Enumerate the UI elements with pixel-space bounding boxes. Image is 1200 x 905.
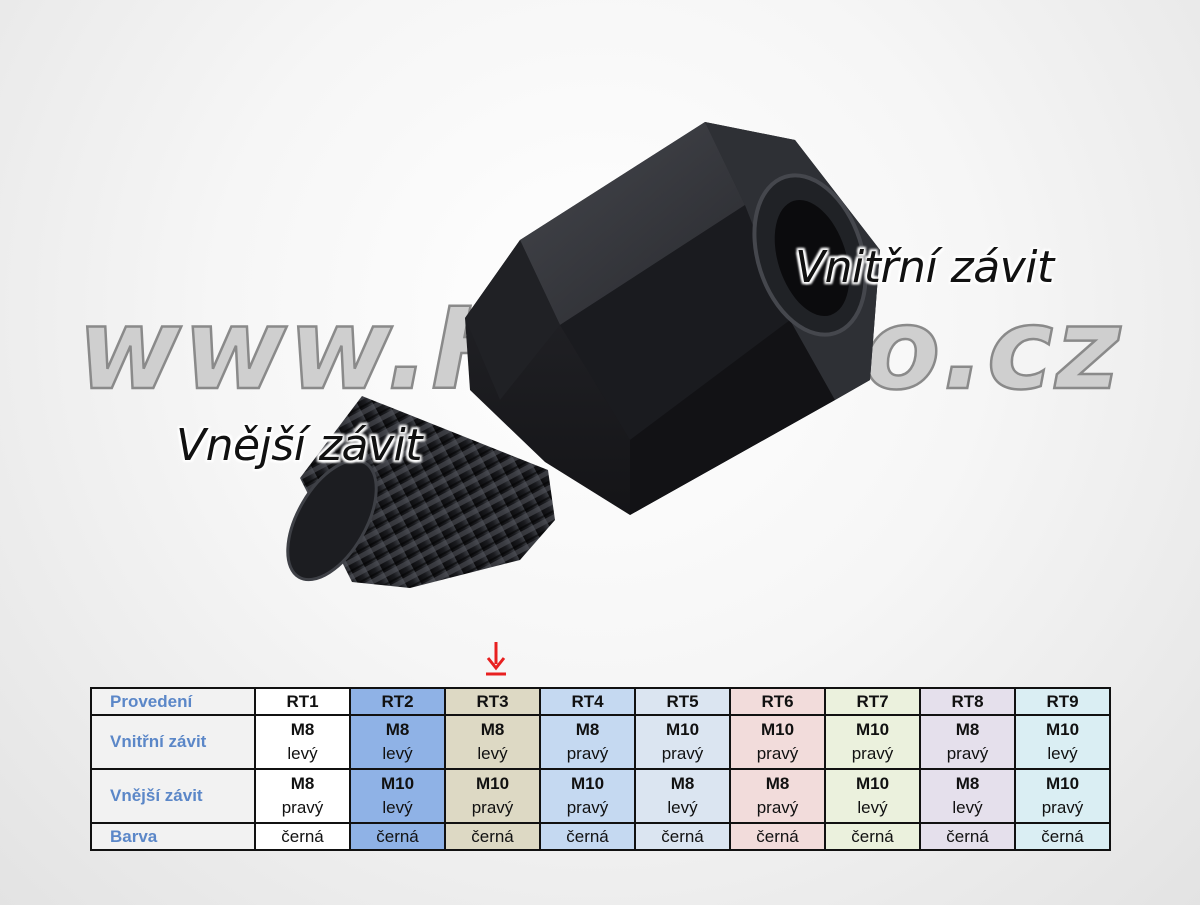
inner-thread-size: M8 bbox=[480, 720, 505, 739]
table-row: Provedení RT1 RT2 RT3 RT4 RT5 RT6 RT7 RT… bbox=[90, 687, 1111, 716]
row-label-vnitrni: Vnitřní závit bbox=[90, 714, 256, 770]
outer-thread-cell: M8 levý bbox=[919, 768, 1016, 824]
outer-thread-direction: pravý bbox=[566, 798, 609, 817]
outer-thread-size: M10 bbox=[380, 774, 415, 793]
column-header-rt1: RT1 bbox=[254, 687, 351, 716]
column-header-rt7: RT7 bbox=[824, 687, 921, 716]
inner-thread-cell: M8 pravý bbox=[539, 714, 636, 770]
outer-thread-direction: pravý bbox=[756, 798, 799, 817]
outer-thread-cell: M8 levý bbox=[634, 768, 731, 824]
inner-thread-cell: M10 pravý bbox=[729, 714, 826, 770]
inner-thread-direction: levý bbox=[287, 744, 318, 763]
inner-thread-cell: M10 pravý bbox=[634, 714, 731, 770]
inner-thread-direction: levý bbox=[382, 744, 413, 763]
inner-thread-cell: M8 levý bbox=[444, 714, 541, 770]
column-header-rt8: RT8 bbox=[919, 687, 1016, 716]
outer-thread-direction: levý bbox=[857, 798, 888, 817]
column-header-rt6: RT6 bbox=[729, 687, 826, 716]
outer-thread-direction: pravý bbox=[1041, 798, 1084, 817]
color-cell: černá bbox=[824, 822, 921, 851]
outer-thread-cell: M10 levý bbox=[824, 768, 921, 824]
row-label-vnejsi: Vnější závit bbox=[90, 768, 256, 824]
outer-thread-size: M10 bbox=[570, 774, 605, 793]
inner-thread-size: M10 bbox=[1045, 720, 1080, 739]
outer-thread-callout: Vnější závit bbox=[176, 420, 423, 471]
outer-thread-cell: M8 pravý bbox=[729, 768, 826, 824]
outer-thread-size: M10 bbox=[475, 774, 510, 793]
inner-thread-cell: M10 levý bbox=[1014, 714, 1111, 770]
outer-thread-direction: levý bbox=[667, 798, 698, 817]
arrow-down-icon bbox=[486, 642, 506, 676]
row-label-provedeni: Provedení bbox=[90, 687, 256, 716]
color-cell: černá bbox=[729, 822, 826, 851]
outer-thread-cell: M10 levý bbox=[349, 768, 446, 824]
inner-thread-size: M8 bbox=[955, 720, 980, 739]
inner-thread-cell: M8 pravý bbox=[919, 714, 1016, 770]
column-header-rt9: RT9 bbox=[1014, 687, 1111, 716]
inner-thread-size: M8 bbox=[575, 720, 600, 739]
inner-thread-size: M10 bbox=[855, 720, 890, 739]
table-row: Vnější závit M8 pravý M10 levý M10 pravý M1… bbox=[90, 768, 1111, 824]
inner-thread-size: M8 bbox=[385, 720, 410, 739]
variant-spec-table: Provedení RT1 RT2 RT3 RT4 RT5 RT6 RT7 RT… bbox=[90, 687, 1111, 851]
color-cell: černá bbox=[349, 822, 446, 851]
column-header-rt5: RT5 bbox=[634, 687, 731, 716]
row-label-barva: Barva bbox=[90, 822, 256, 851]
outer-thread-size: M8 bbox=[670, 774, 695, 793]
product-photo: www.HZmoto.cz bbox=[76, 122, 1122, 588]
color-cell: černá bbox=[254, 822, 351, 851]
hex-body bbox=[465, 122, 880, 515]
color-cell: černá bbox=[1014, 822, 1111, 851]
outer-thread-size: M8 bbox=[955, 774, 980, 793]
inner-thread-direction: levý bbox=[477, 744, 508, 763]
inner-thread-size: M8 bbox=[290, 720, 315, 739]
outer-thread-cell: M8 pravý bbox=[254, 768, 351, 824]
inner-thread-direction: pravý bbox=[851, 744, 894, 763]
outer-thread-size: M10 bbox=[855, 774, 890, 793]
inner-thread-size: M10 bbox=[665, 720, 700, 739]
outer-thread-size: M10 bbox=[1045, 774, 1080, 793]
outer-thread-direction: pravý bbox=[471, 798, 514, 817]
inner-thread-cell: M10 pravý bbox=[824, 714, 921, 770]
inner-thread-direction: levý bbox=[1047, 744, 1078, 763]
outer-thread-size: M8 bbox=[765, 774, 790, 793]
outer-thread-direction: levý bbox=[952, 798, 983, 817]
outer-thread-cell: M10 pravý bbox=[444, 768, 541, 824]
color-cell: černá bbox=[444, 822, 541, 851]
column-header-rt2: RT2 bbox=[349, 687, 446, 716]
inner-thread-direction: pravý bbox=[566, 744, 609, 763]
outer-thread-direction: pravý bbox=[281, 798, 324, 817]
table-row: Vnitřní závit M8 levý M8 levý M8 levý M8 pra… bbox=[90, 714, 1111, 770]
color-cell: černá bbox=[919, 822, 1016, 851]
outer-thread-cell: M10 pravý bbox=[1014, 768, 1111, 824]
color-cell: černá bbox=[634, 822, 731, 851]
inner-thread-size: M10 bbox=[760, 720, 795, 739]
outer-thread-cell: M10 pravý bbox=[539, 768, 636, 824]
inner-thread-cell: M8 levý bbox=[254, 714, 351, 770]
inner-thread-callout: Vnitřní závit bbox=[795, 242, 1054, 293]
outer-thread-direction: levý bbox=[382, 798, 413, 817]
inner-thread-direction: pravý bbox=[946, 744, 989, 763]
color-cell: černá bbox=[539, 822, 636, 851]
column-header-rt4: RT4 bbox=[539, 687, 636, 716]
inner-thread-direction: pravý bbox=[661, 744, 704, 763]
table-row: Barva černá černá černá černá černá čern… bbox=[90, 822, 1111, 851]
outer-thread-size: M8 bbox=[290, 774, 315, 793]
inner-thread-direction: pravý bbox=[756, 744, 799, 763]
inner-thread-cell: M8 levý bbox=[349, 714, 446, 770]
threaded-shank bbox=[286, 396, 555, 588]
column-header-rt3: RT3 bbox=[444, 687, 541, 716]
